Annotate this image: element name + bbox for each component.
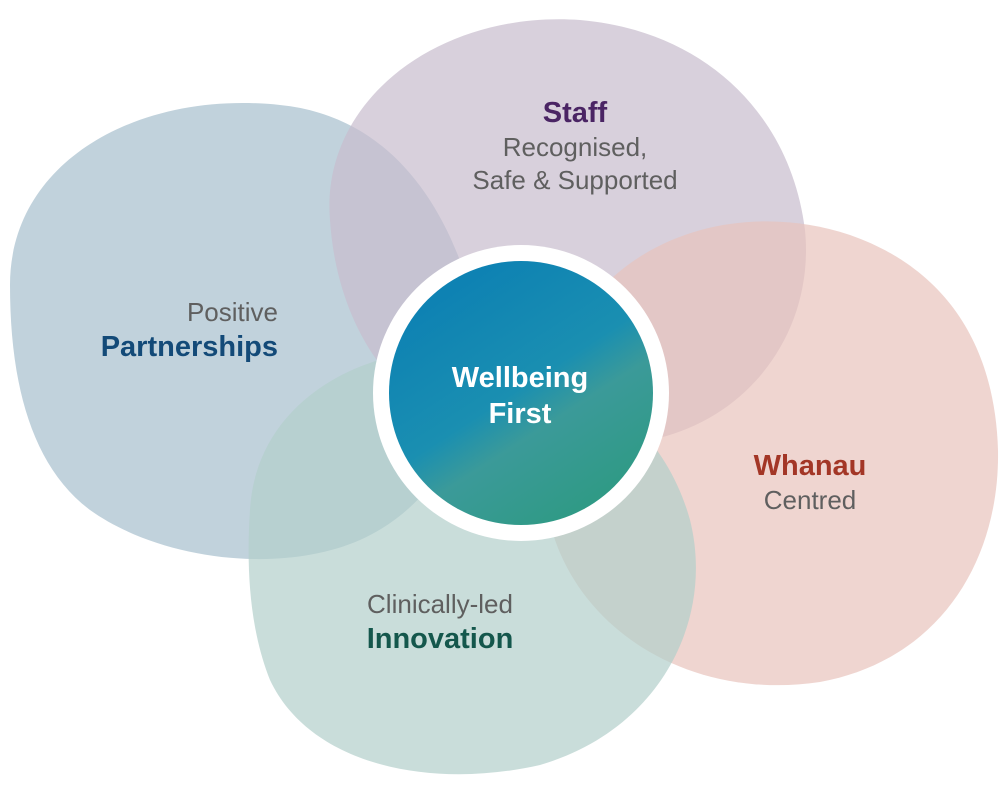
center-label-line1: Wellbeing xyxy=(451,362,589,394)
partnerships-label: Positive Partnerships xyxy=(60,296,278,365)
innovation-prefix: Clinically-led xyxy=(367,589,513,619)
partnerships-title: Partnerships xyxy=(100,330,278,363)
staff-title: Staff xyxy=(542,97,608,129)
center-label: Wellbeing First xyxy=(410,360,630,433)
staff-label: Staff Recognised, Safe & Supported xyxy=(430,95,720,196)
innovation-title: Innovation xyxy=(366,622,514,655)
whanau-label: Whanau Centred xyxy=(740,448,880,517)
whanau-title: Whanau xyxy=(753,450,867,482)
whanau-subtitle: Centred xyxy=(763,485,857,516)
center-label-line2: First xyxy=(488,398,552,431)
center-circle xyxy=(389,261,653,525)
staff-subtitle-line2: Safe & Supported xyxy=(472,164,678,195)
staff-subtitle-line1: Recognised, xyxy=(502,132,648,163)
innovation-label: Clinically-led Innovation xyxy=(330,588,550,657)
partnerships-prefix: Positive xyxy=(186,297,278,327)
